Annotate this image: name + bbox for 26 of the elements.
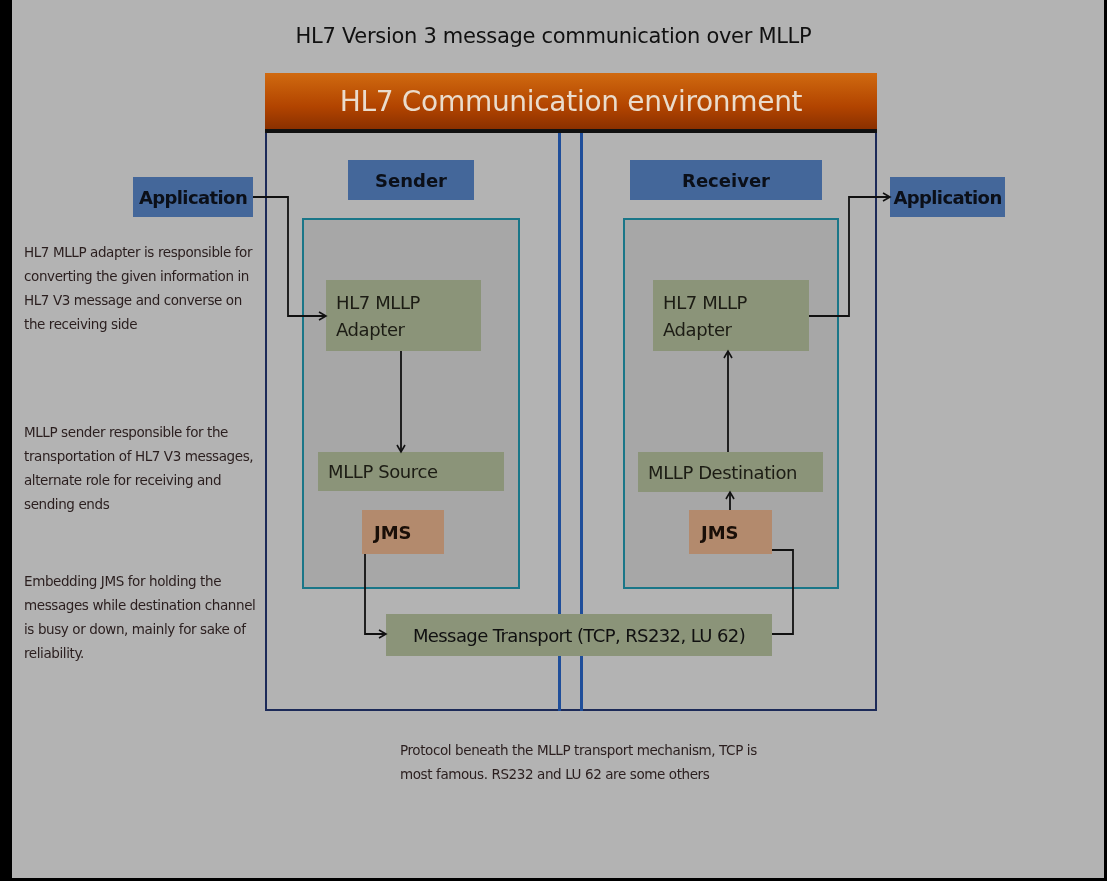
component-box: MLLP Source (318, 452, 504, 491)
connector-arrow (723, 350, 733, 453)
component-box: MLLP Destination (638, 452, 823, 492)
queue-box: JMS (362, 510, 444, 554)
role-box: Sender (348, 160, 474, 200)
note-text: Protocol beneath the MLLP transport mechanism, TCP is most famous. RS232 and LU 62 are some others (400, 741, 758, 784)
component-box: HL7 MLLP Adapter (326, 280, 481, 351)
connector-arrow (725, 491, 735, 511)
component-box: HL7 MLLP Adapter (653, 280, 809, 351)
role-box: Receiver (630, 160, 822, 200)
component-panel (623, 218, 839, 589)
connector-arrow (808, 192, 891, 317)
application-box: Application (133, 177, 253, 217)
application-box: Application (890, 177, 1005, 217)
environment-frame (265, 73, 877, 711)
diagram-title: HL7 Version 3 message communication over MLLP (294, 24, 813, 48)
component-panel (302, 218, 520, 589)
note-text: MLLP sender responsible for the transportation of HL7 V3 messages, alternate role for receiving and sending ends (24, 423, 255, 514)
environment-header: HL7 Communication environment (265, 73, 877, 133)
queue-box: JMS (689, 510, 772, 554)
connector-arrow (252, 196, 327, 321)
note-text: HL7 MLLP adapter is responsible for converting the given information in HL7 V3 message and converse on the receiving side (24, 243, 254, 334)
connector-arrow (364, 553, 387, 639)
note-text: Embedding JMS for holding the messages while destination channel is busy or down, mainly for sake of reliability. (24, 572, 257, 663)
transport-box: Message Transport (TCP, RS232, LU 62) (386, 614, 772, 656)
connector-arrow (396, 350, 406, 453)
